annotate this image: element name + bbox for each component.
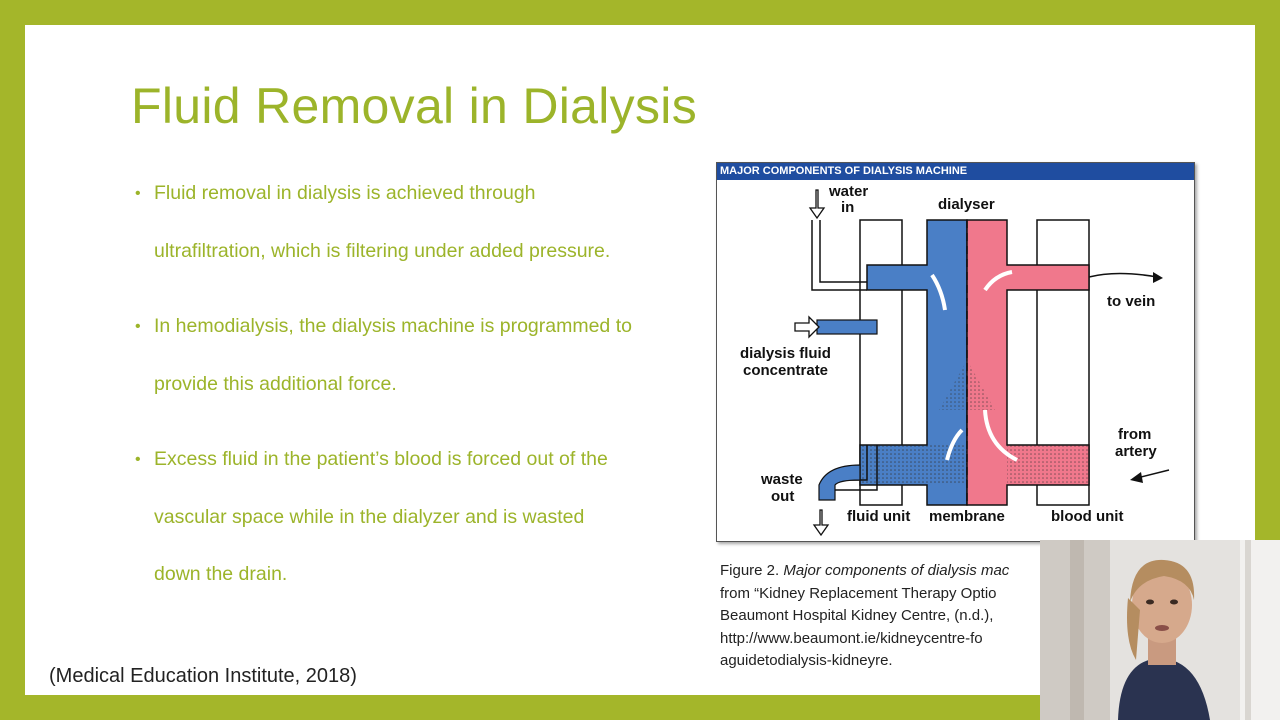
concentrate-arrow	[794, 315, 820, 339]
caption-title: Major components of dialysis mac	[783, 562, 1010, 579]
bullet-list: Fluid removal in dialysis is achieved th…	[135, 165, 635, 622]
label-fluid-unit: fluid unit	[847, 508, 910, 525]
bullet-item: Excess fluid in the patient’s blood is f…	[135, 431, 635, 604]
flow-arrow-2	[983, 270, 1013, 292]
diagram-header: MAJOR COMPONENTS OF DIALYSIS MACHINE	[717, 163, 1194, 180]
slide: Fluid Removal in Dialysis Fluid removal …	[25, 25, 1255, 695]
caption-line: Beaumont Hospital Kidney Centre, (n.d.),	[720, 607, 994, 624]
label-to-vein: to vein	[1107, 293, 1155, 310]
label-dialyser: dialyser	[938, 196, 995, 213]
bullet-item: In hemodialysis, the dialysis machine is…	[135, 298, 635, 413]
label-waste: waste	[760, 471, 803, 488]
label-in: in	[841, 199, 854, 216]
vein-arrow	[1088, 272, 1158, 278]
membrane-dots	[939, 360, 995, 410]
label-membrane: membrane	[929, 508, 1005, 525]
citation: (Medical Education Institute, 2018)	[49, 665, 357, 687]
flow-arrow-1	[930, 273, 947, 311]
water-pipe	[811, 220, 867, 291]
label-water: water	[828, 183, 868, 200]
caption-prefix: Figure 2.	[720, 562, 784, 579]
label-blood-unit: blood unit	[1051, 508, 1123, 525]
caption-url: http://www.beaumont.ie/kidneycentre-fo	[720, 629, 983, 647]
label-concentrate-1: dialysis fluid	[740, 345, 831, 362]
caption-line: aguidetodialysis-kidneyre.	[720, 652, 893, 669]
bullet-item: Fluid removal in dialysis is achieved th…	[135, 165, 635, 280]
flow-arrow-3	[983, 409, 1018, 462]
dialysis-diagram: MAJOR COMPONENTS OF DIALYSIS MACHINE	[716, 162, 1195, 542]
artery-arrow-head	[1130, 472, 1143, 483]
slide-title: Fluid Removal in Dialysis	[131, 78, 697, 134]
concentrate-inlet	[816, 319, 878, 335]
presenter-webcam	[1040, 540, 1280, 720]
label-artery: artery	[1115, 443, 1157, 460]
flow-arrow-4	[945, 428, 964, 461]
artery-arrow	[1136, 469, 1170, 479]
presenter-video	[1040, 540, 1280, 720]
diagram-illustration: water in dialyser to vein dialysis fluid…	[740, 183, 1170, 537]
waste-pipe	[818, 464, 861, 501]
vein-arrow-head	[1153, 272, 1163, 283]
label-out: out	[771, 488, 794, 505]
label-concentrate-2: concentrate	[743, 362, 828, 379]
water-arrow	[808, 189, 826, 220]
blood-dots	[1007, 445, 1089, 485]
caption-line: from “Kidney Replacement Therapy Optio	[720, 584, 997, 602]
label-from: from	[1118, 426, 1151, 443]
figure-caption: Figure 2. Major components of dialysis m…	[720, 560, 1060, 673]
waste-arrow	[812, 509, 830, 537]
